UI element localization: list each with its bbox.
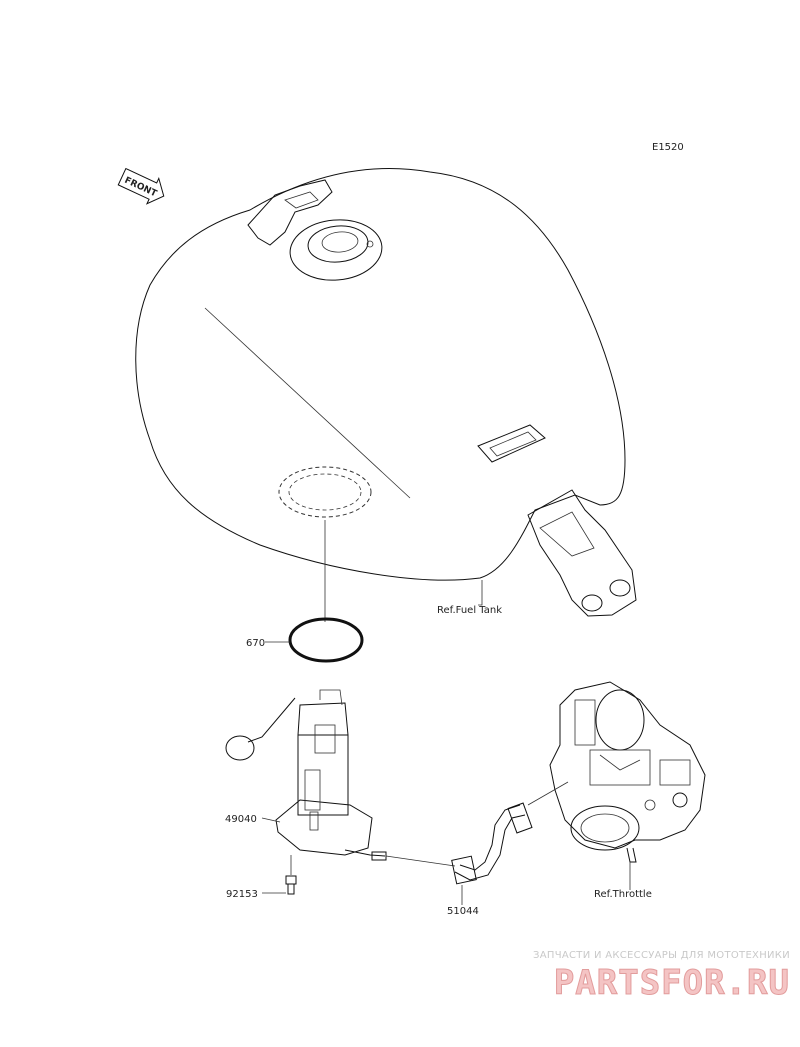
fuel-hose bbox=[451, 802, 533, 885]
ref-throttle-label: Ref.Throttle bbox=[594, 889, 652, 900]
front-arrow-icon: FRONT bbox=[117, 167, 165, 205]
watermark-subtitle: ЗАПЧАСТИ И АКСЕССУАРЫ ДЛЯ МОТОТЕХНИКИ bbox=[533, 950, 790, 961]
throttle-body bbox=[549, 681, 706, 863]
fuel-tank bbox=[135, 167, 637, 617]
watermark-logo: PARTSFOR.RU bbox=[553, 963, 790, 1004]
part-670-label: 670 bbox=[246, 638, 265, 649]
bolt bbox=[285, 875, 297, 895]
diagram-code: E1520 bbox=[652, 142, 684, 153]
part-51044-label: 51044 bbox=[447, 906, 479, 917]
part-49040-label: 49040 bbox=[225, 814, 257, 825]
front-label: FRONT bbox=[123, 176, 159, 200]
gasket-ring bbox=[288, 617, 364, 663]
part-92153-label: 92153 bbox=[226, 889, 258, 900]
ref-fuel-tank-label: Ref.Fuel Tank bbox=[437, 605, 502, 616]
fuel-pump-assembly bbox=[225, 689, 387, 861]
